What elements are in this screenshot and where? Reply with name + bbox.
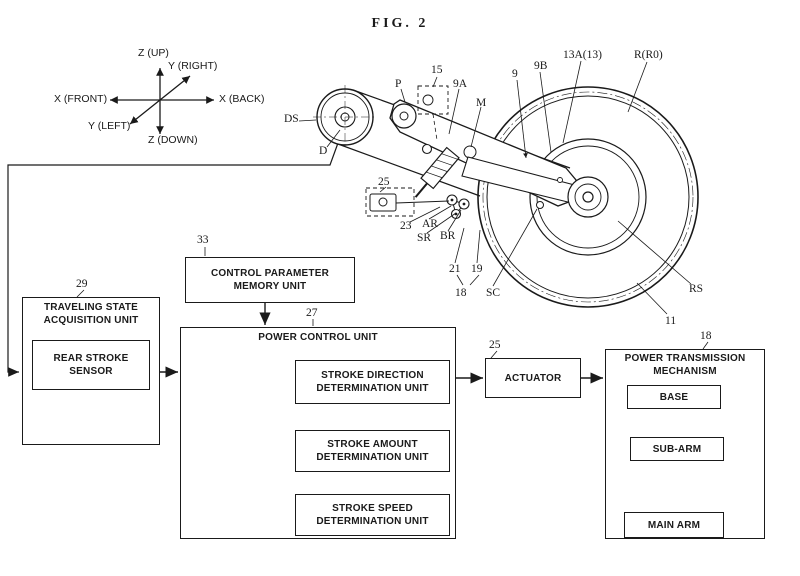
axis-label-x-front: X (FRONT) (54, 93, 107, 105)
ref-ar: AR (422, 219, 438, 231)
axis-label-z-down: Z (DOWN) (148, 134, 198, 146)
traveling-state-title: TRAVELING STATE ACQUISITION UNIT (24, 301, 158, 327)
ref-d: D (319, 146, 327, 158)
block-sub-arm: SUB-ARM (630, 437, 724, 461)
ref-r: R(R0) (634, 50, 663, 62)
ref-29: 29 (76, 279, 88, 291)
ref-27: 27 (306, 308, 318, 320)
ref-25-block: 25 (489, 340, 501, 352)
ref-19-drawing: 19 (471, 264, 483, 276)
ref-sc: SC (486, 288, 500, 300)
ref-br: BR (440, 231, 455, 243)
ref-9a: 9A (453, 79, 467, 91)
axis-label-z-up: Z (UP) (138, 47, 169, 59)
ref-9b: 9B (534, 61, 547, 73)
ref-18-block: 18 (700, 331, 712, 343)
ref-25-drawing: 25 (378, 177, 390, 189)
actuator-assembly (366, 188, 449, 216)
ref-13a: 13A(13) (563, 50, 602, 62)
ref-m: M (476, 98, 486, 110)
block-stroke-amount-determination-unit: STROKE AMOUNT DETERMINATION UNIT (295, 430, 450, 472)
ref-21-drawing: 21 (449, 264, 461, 276)
ref-sr: SR (417, 233, 431, 245)
ref-ds: DS (284, 114, 299, 126)
block-stroke-speed-determination-unit: STROKE SPEED DETERMINATION UNIT (295, 494, 450, 536)
ref-rs: RS (689, 284, 703, 296)
ref-15: 15 (431, 65, 443, 77)
block-main-arm: MAIN ARM (624, 512, 724, 538)
power-control-title: POWER CONTROL UNIT (182, 331, 454, 344)
power-transmission-title: POWER TRANSMISSION MECHANISM (607, 352, 763, 378)
block-control-parameter-memory-unit: CONTROL PARAMETER MEMORY UNIT (185, 257, 355, 303)
block-rear-stroke-sensor: REAR STROKE SENSOR (32, 340, 150, 390)
ref-11: 11 (665, 316, 676, 328)
axis-label-x-back: X (BACK) (219, 93, 265, 105)
ref-18-drawing: 18 (455, 288, 467, 300)
ref-9: 9 (512, 69, 518, 81)
figure-title: FIG. 2 (0, 16, 800, 32)
ref-23: 23 (400, 221, 412, 233)
axis-label-y-left: Y (LEFT) (88, 120, 130, 132)
axis-label-y-right: Y (RIGHT) (168, 60, 217, 72)
ref-p: P (395, 79, 401, 91)
ref-33: 33 (197, 235, 209, 247)
block-actuator: ACTUATOR (485, 358, 581, 398)
block-stroke-direction-determination-unit: STROKE DIRECTION DETERMINATION UNIT (295, 360, 450, 404)
block-base: BASE (627, 385, 721, 409)
